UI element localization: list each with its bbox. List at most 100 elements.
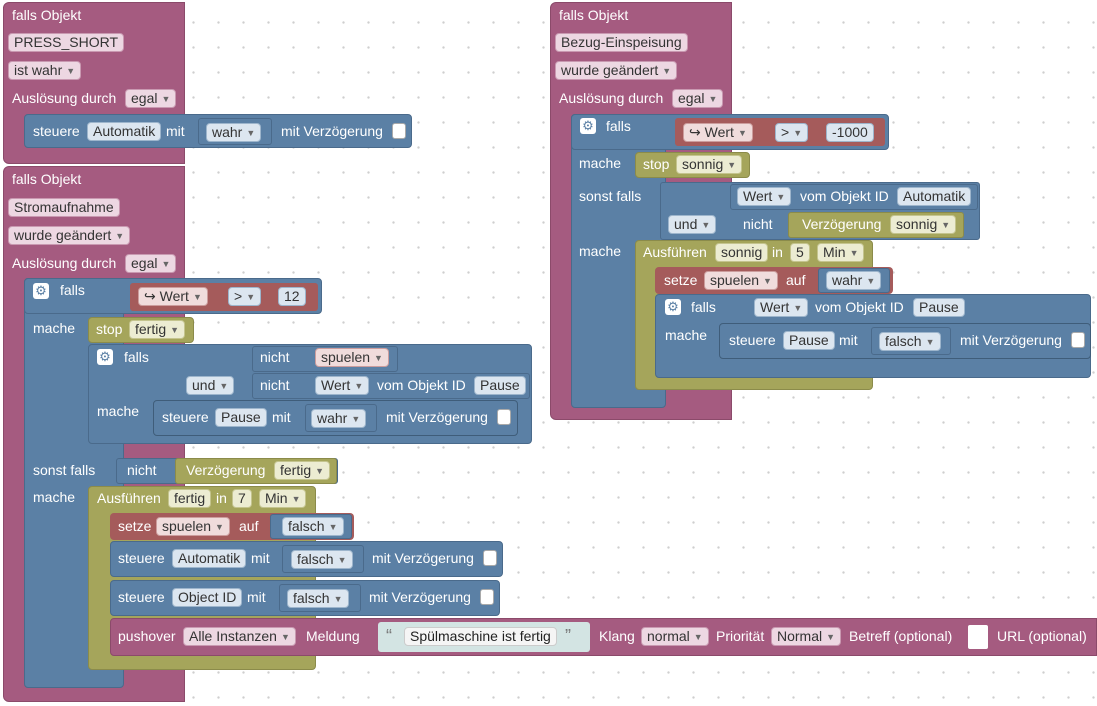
exec-number-field[interactable]: 7 bbox=[232, 489, 252, 508]
exec-name-field[interactable]: fertig bbox=[168, 489, 212, 508]
value-dropdown[interactable]: wahr▼ bbox=[826, 271, 882, 290]
trigger-text: egal bbox=[678, 90, 705, 106]
exec-name-field[interactable]: sonnig bbox=[715, 243, 769, 262]
trigger-dropdown[interactable]: egal▼ bbox=[672, 89, 724, 108]
gear-icon[interactable]: ⚙ bbox=[33, 283, 49, 299]
control-target-text: Automatik bbox=[178, 550, 241, 566]
value-dropdown[interactable]: ↪ Wert▼ bbox=[683, 123, 753, 142]
object-id-field[interactable]: Automatik bbox=[897, 187, 972, 206]
condition-dropdown[interactable]: wurde geändert▼ bbox=[8, 226, 131, 245]
operator-dropdown[interactable]: >▼ bbox=[228, 287, 262, 306]
dropdown-arrow-icon: ▼ bbox=[866, 276, 876, 286]
control-label: steuere bbox=[162, 409, 209, 425]
operator-dropdown[interactable]: >▼ bbox=[775, 123, 809, 142]
priority-dropdown[interactable]: Normal▼ bbox=[771, 627, 842, 646]
control-target[interactable]: Pause bbox=[215, 408, 267, 427]
value-dropdown[interactable]: wahr▼ bbox=[206, 123, 262, 142]
gear-icon[interactable]: ⚙ bbox=[665, 299, 681, 315]
dropdown-arrow-icon: ▼ bbox=[328, 522, 338, 532]
with-label: mit bbox=[247, 589, 266, 605]
value-dropdown[interactable]: falsch▼ bbox=[282, 517, 344, 536]
dropdown-arrow-icon: ▼ bbox=[192, 292, 202, 302]
stop-label: stop bbox=[643, 156, 670, 172]
operator-text: > bbox=[234, 288, 243, 304]
delay-checkbox[interactable] bbox=[1071, 332, 1085, 348]
stop-text: fertig bbox=[135, 321, 167, 337]
with-label: mit bbox=[251, 550, 270, 566]
control-target[interactable]: Automatik bbox=[87, 122, 162, 141]
value-dropdown[interactable]: wahr▼ bbox=[311, 409, 367, 428]
control-target[interactable]: Pause bbox=[783, 331, 835, 350]
trigger-dropdown[interactable]: egal▼ bbox=[125, 89, 177, 108]
dropdown-arrow-icon: ▼ bbox=[66, 66, 76, 76]
from-object-label: vom Objekt ID bbox=[800, 188, 889, 204]
delay-check-dropdown[interactable]: sonnig▼ bbox=[890, 215, 957, 234]
object-id-field[interactable]: Pause bbox=[913, 298, 965, 317]
return-arrow-icon: ↪ bbox=[144, 288, 160, 304]
control-target[interactable]: Object ID bbox=[172, 588, 243, 607]
unit-dropdown[interactable]: Min▼ bbox=[259, 489, 307, 508]
stop-dropdown[interactable]: sonnig▼ bbox=[676, 155, 743, 174]
object-id-text: PRESS_SHORT bbox=[14, 34, 118, 50]
sound-dropdown[interactable]: normal▼ bbox=[641, 627, 709, 646]
exec-number-field[interactable]: 5 bbox=[790, 243, 810, 262]
variable-dropdown[interactable]: spuelen▼ bbox=[704, 271, 778, 290]
exec-number-text: 5 bbox=[796, 244, 804, 260]
message-field[interactable]: Spülmaschine ist fertig bbox=[404, 627, 557, 646]
delay-checkbox[interactable] bbox=[483, 550, 497, 566]
stop-dropdown[interactable]: fertig▼ bbox=[129, 320, 186, 339]
and-dropdown[interactable]: und▼ bbox=[186, 376, 235, 395]
message-label: Meldung bbox=[306, 628, 360, 644]
control-target-text: Automatik bbox=[93, 123, 156, 139]
object-id-field[interactable]: Pause bbox=[474, 376, 526, 395]
object-id-field[interactable]: Stromaufnahme bbox=[8, 198, 120, 217]
with-label: mit bbox=[166, 123, 185, 139]
object-id-field[interactable]: Bezug-Einspeisung bbox=[555, 33, 688, 52]
delay-checkbox[interactable] bbox=[497, 409, 511, 425]
value-text: Wert bbox=[704, 124, 734, 140]
delay-check-text: sonnig bbox=[896, 216, 938, 232]
variable-dropdown[interactable]: spuelen▼ bbox=[315, 348, 389, 367]
object-id-field[interactable]: PRESS_SHORT bbox=[8, 33, 124, 52]
value-text: falsch bbox=[885, 333, 922, 349]
gear-icon[interactable]: ⚙ bbox=[97, 349, 113, 365]
dropdown-arrow-icon: ▼ bbox=[246, 292, 256, 302]
number-field[interactable]: -1000 bbox=[826, 123, 874, 142]
control-label: steuere bbox=[33, 123, 80, 139]
do-label: mache bbox=[97, 403, 140, 419]
get-value-dropdown[interactable]: Wert▼ bbox=[754, 298, 809, 317]
and-dropdown[interactable]: und▼ bbox=[668, 215, 717, 234]
do-label: mache bbox=[33, 489, 76, 505]
close-quote-icon: ” bbox=[565, 626, 571, 646]
condition-dropdown[interactable]: wurde geändert▼ bbox=[555, 61, 678, 80]
get-value-dropdown[interactable]: Wert▼ bbox=[737, 187, 792, 206]
delay-label: mit Verzögerung bbox=[281, 123, 383, 139]
delay-checkbox[interactable] bbox=[392, 123, 406, 139]
value-dropdown[interactable]: falsch▼ bbox=[291, 550, 353, 569]
dropdown-arrow-icon: ▼ bbox=[351, 414, 361, 424]
not-label: nicht bbox=[260, 377, 290, 393]
if-label: falls bbox=[606, 118, 631, 134]
trigger-dropdown[interactable]: egal▼ bbox=[125, 254, 177, 273]
instance-dropdown[interactable]: Alle Instanzen▼ bbox=[183, 627, 296, 646]
exec-label: Ausführen bbox=[643, 244, 707, 260]
variable-dropdown[interactable]: spuelen▼ bbox=[156, 517, 230, 536]
delay-check-dropdown[interactable]: fertig▼ bbox=[274, 461, 331, 480]
delay-checkbox[interactable] bbox=[480, 589, 494, 605]
value-dropdown[interactable]: ↪ Wert▼ bbox=[138, 287, 208, 306]
delay-label: mit Verzögerung bbox=[960, 332, 1062, 348]
from-object-label: vom Objekt ID bbox=[377, 377, 466, 393]
condition-dropdown[interactable]: ist wahr▼ bbox=[8, 61, 82, 80]
get-value-dropdown[interactable]: Wert▼ bbox=[315, 376, 370, 395]
number-field[interactable]: 12 bbox=[278, 287, 306, 306]
object-id-text: Pause bbox=[480, 377, 520, 393]
value-dropdown[interactable]: falsch▼ bbox=[287, 589, 349, 608]
control-target[interactable]: Automatik bbox=[172, 549, 247, 568]
dropdown-arrow-icon: ▼ bbox=[826, 632, 836, 642]
value-dropdown[interactable]: falsch▼ bbox=[879, 332, 941, 351]
set-label: setze bbox=[118, 518, 152, 534]
unit-dropdown[interactable]: Min▼ bbox=[817, 243, 865, 262]
gear-icon[interactable]: ⚙ bbox=[580, 118, 596, 134]
subject-input-slot[interactable] bbox=[968, 625, 988, 649]
